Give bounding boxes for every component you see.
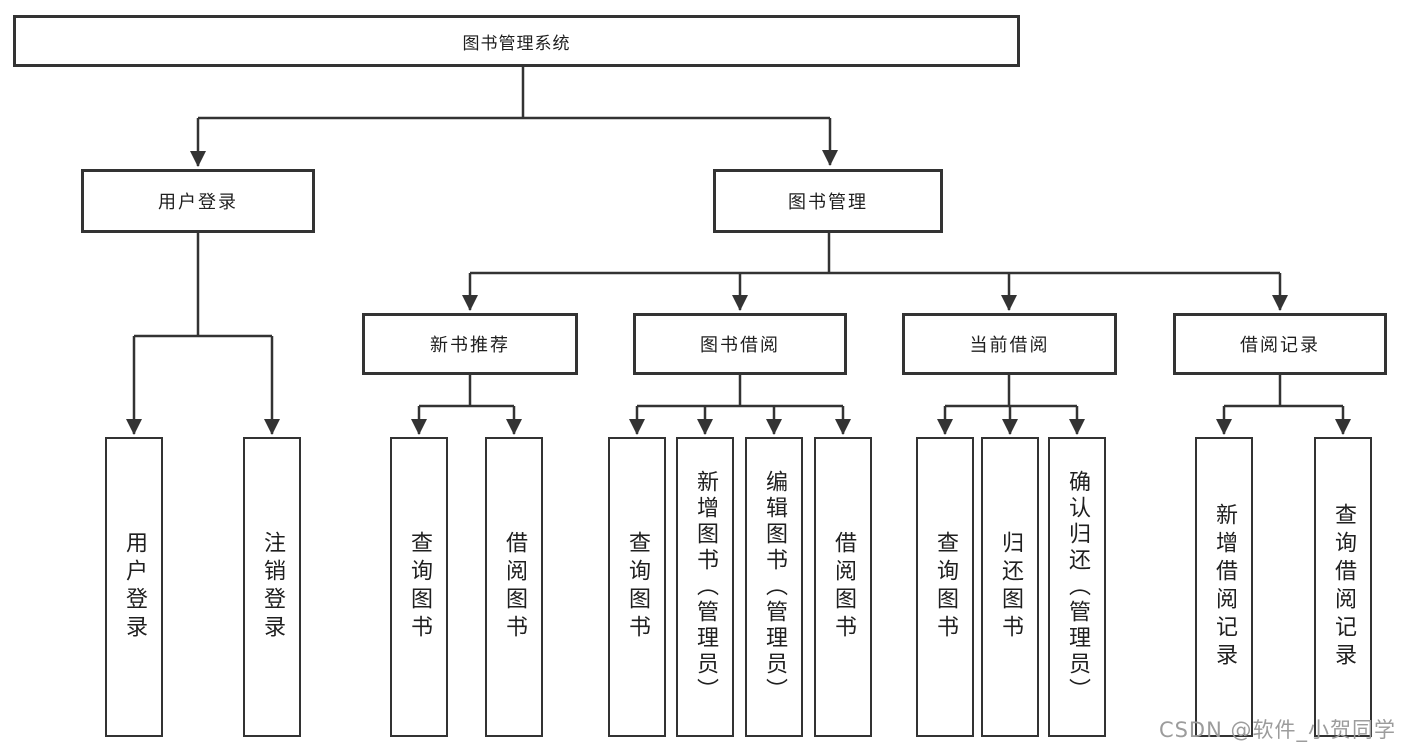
node-records-add-record: 新增借阅记录: [1195, 437, 1253, 737]
node-current-query-books: 查询图书: [916, 437, 974, 737]
node-current-borrowing: 当前借阅: [902, 313, 1117, 375]
node-current-return-books: 归还图书: [981, 437, 1039, 737]
node-borrowing-edit-books-admin: 编辑图书（管理员）: [745, 437, 803, 737]
node-borrowing-records: 借阅记录: [1173, 313, 1387, 375]
connector-segments: [134, 67, 1343, 408]
node-book-management: 图书管理: [713, 169, 943, 233]
node-logout-action: 注销登录: [243, 437, 301, 737]
node-new-book-recommend: 新书推荐: [362, 313, 578, 375]
node-borrowing-query-books: 查询图书: [608, 437, 666, 737]
node-recommend-query-books: 查询图书: [390, 437, 448, 737]
node-records-query-record: 查询借阅记录: [1314, 437, 1372, 737]
node-user-login: 用户登录: [81, 169, 315, 233]
connector-arrows: [126, 118, 1351, 435]
node-recommend-borrow-books: 借阅图书: [485, 437, 543, 737]
node-book-borrowing: 图书借阅: [633, 313, 847, 375]
csdn-watermark: CSDN @软件_小贺同学: [1158, 718, 1396, 742]
node-current-confirm-return-admin: 确认归还（管理员）: [1048, 437, 1106, 737]
node-borrowing-add-books-admin: 新增图书（管理员）: [676, 437, 734, 737]
node-root: 图书管理系统: [13, 15, 1020, 67]
node-borrowing-borrow-books: 借阅图书: [814, 437, 872, 737]
node-user-login-action: 用户登录: [105, 437, 163, 737]
